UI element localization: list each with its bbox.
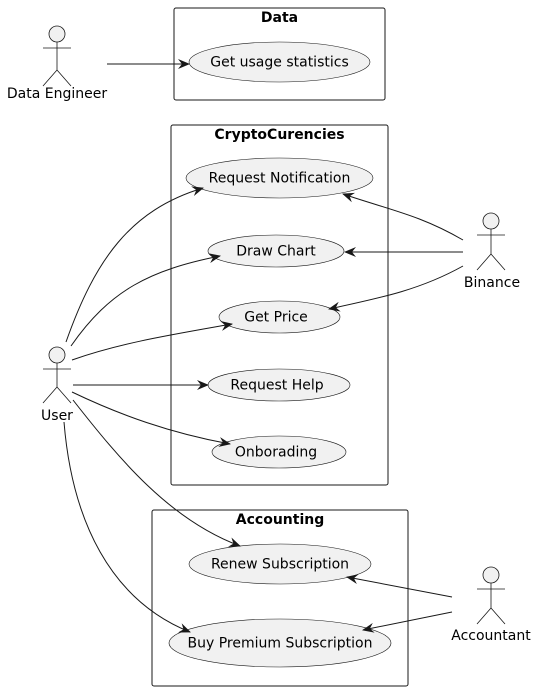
- use-case-renew-subscription: Renew Subscription: [188, 543, 372, 585]
- actor-binance-label: Binance: [464, 275, 520, 291]
- use-case-buy-premium-subscription-ellipse: [168, 618, 392, 668]
- use-case-draw-chart: Draw Chart: [207, 234, 345, 268]
- use-case-request-notification-ellipse: [185, 157, 374, 199]
- stick-figure-icon: [42, 25, 72, 87]
- stick-figure-icon: [476, 566, 506, 625]
- use-case-get-price-label: Get Price: [244, 310, 308, 326]
- package-data-title: Data: [261, 10, 298, 26]
- use-case-get-usage-statistics-label: Get usage statistics: [210, 55, 349, 71]
- actor-binance: Binance: [464, 212, 520, 291]
- use-case-onboarding: Onborading: [211, 435, 347, 469]
- edge-user-request-notification: [65, 186, 204, 343]
- actor-data-engineer-label: Data Engineer: [7, 86, 107, 102]
- stick-figure-icon: [476, 212, 506, 271]
- edge-user-onboarding: [71, 391, 231, 447]
- use-case-draw-chart-label: Draw Chart: [236, 244, 316, 260]
- edge-binance-request-notification: [342, 192, 464, 241]
- edge-accountant-renew-subscription: [346, 574, 453, 598]
- use-case-get-price: Get Price: [218, 300, 341, 334]
- use-case-request-help: Request Help: [207, 368, 351, 402]
- use-case-request-notification: Request Notification: [185, 157, 374, 199]
- edge-user-draw-chart: [70, 253, 221, 347]
- use-case-renew-subscription-ellipse: [188, 543, 372, 585]
- edge-user-buy-premium-subscription: [63, 421, 191, 633]
- use-case-request-help-label: Request Help: [230, 378, 323, 394]
- edge-binance-get-price: [328, 265, 464, 312]
- actor-user: User: [41, 346, 73, 424]
- actor-user-label: User: [41, 408, 73, 424]
- actor-data-engineer: Data Engineer: [7, 25, 107, 102]
- use-case-request-notification-label: Request Notification: [209, 171, 351, 187]
- stick-figure-icon: [42, 346, 72, 404]
- package-accounting-title: Accounting: [236, 512, 324, 528]
- use-case-get-price-ellipse: [218, 300, 341, 334]
- use-case-onboarding-label: Onborading: [235, 445, 317, 461]
- use-case-renew-subscription-label: Renew Subscription: [211, 557, 349, 573]
- edge-accountant-buy-premium-subscription: [362, 611, 453, 633]
- associations: [63, 59, 464, 633]
- package-cryptocurencies-title: CryptoCurencies: [214, 127, 344, 143]
- use-case-buy-premium-subscription: Buy Premium Subscription: [168, 618, 392, 668]
- edge-user-renew-subscription: [72, 399, 241, 547]
- actor-accountant-label: Accountant: [451, 628, 531, 644]
- actor-accountant: Accountant: [451, 566, 531, 644]
- use-case-onboarding-ellipse: [211, 435, 347, 469]
- use-case-get-usage-statistics: Get usage statistics: [188, 41, 371, 83]
- edge-user-get-price: [71, 320, 233, 361]
- use-case-buy-premium-subscription-label: Buy Premium Subscription: [188, 636, 373, 652]
